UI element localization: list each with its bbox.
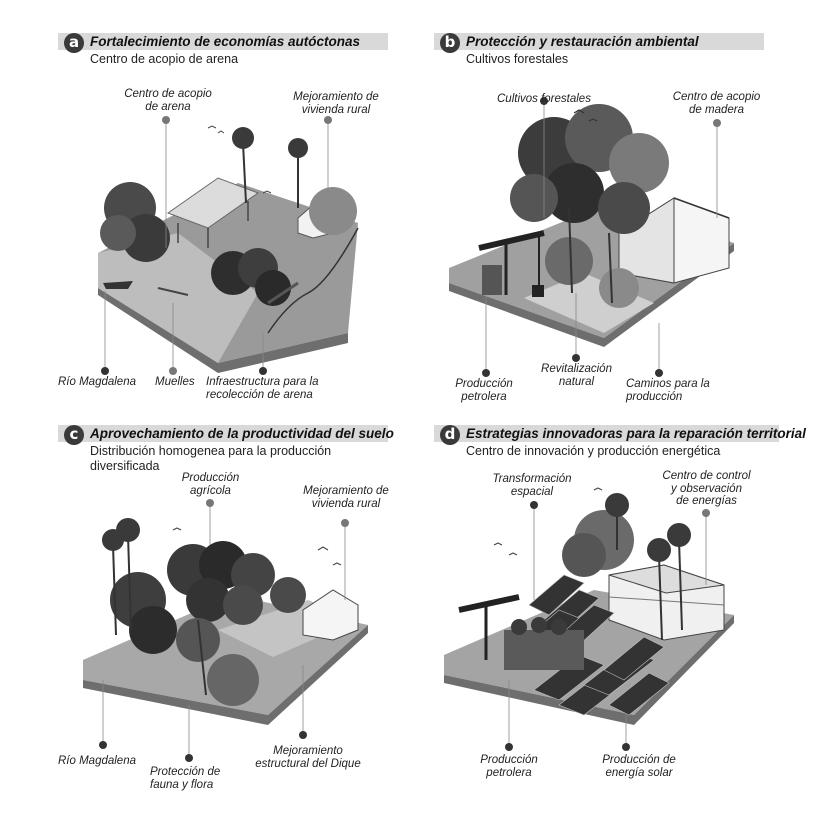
title-bar	[58, 425, 388, 442]
panel-subtitle: Centro de acopio de arena	[90, 52, 239, 66]
panel-d: d Estrategias innovadoras para la repara…	[434, 425, 834, 815]
label-caminos-produccion: Caminos para la producción	[626, 378, 710, 403]
panel-letter-badge: d	[440, 425, 460, 445]
title-bar	[58, 33, 388, 50]
sand-center-illustration	[98, 116, 359, 375]
label-produccion-petrolera: Producción petrolera	[480, 754, 538, 779]
panel-c: c Aprovechamiento de la productividad de…	[58, 425, 458, 815]
label-muelles: Muelles	[155, 376, 195, 388]
label-centro-acopio-madera: Centro de acopio de madera	[672, 91, 761, 116]
panel-letter-badge: a	[64, 33, 84, 53]
forest-illustration	[449, 97, 734, 377]
label-rio-magdalena: Río Magdalena	[58, 755, 136, 767]
label-produccion-petrolera: Producción petrolera	[455, 378, 513, 403]
panel-letter-badge: c	[64, 425, 84, 445]
label-produccion-agricola: Producción agrícola	[181, 472, 240, 497]
title-bar	[434, 33, 764, 50]
label-infraestructura-arena: Infraestructura para la recolección de a…	[206, 376, 319, 401]
title-bar	[434, 425, 779, 442]
agriculture-illustration	[83, 499, 368, 762]
panel-b: b Protección y restauración ambiental Cu…	[434, 33, 834, 423]
label-energia-solar: Producción de energía solar	[602, 754, 676, 779]
label-mejoramiento-vivienda-rural: Mejoramiento de vivienda rural	[293, 91, 379, 116]
label-revitalizacion-natural: Revitalización natural	[541, 363, 612, 388]
label-mejoramiento-vivienda-rural: Mejoramiento de vivienda rural	[303, 485, 389, 510]
label-transformacion-espacial: Transformación espacial	[492, 473, 572, 498]
label-centro-acopio-arena: Centro de acopio de arena	[124, 88, 212, 113]
panel-subtitle: Distribución homogenea para la producció…	[90, 444, 332, 473]
panel-letter-badge: b	[440, 33, 460, 53]
label-cultivos-forestales: Cultivos forestales	[497, 93, 591, 105]
label-rio-magdalena: Río Magdalena	[58, 376, 136, 388]
label-centro-control-energias: Centro de control y observación de energ…	[662, 470, 751, 507]
panel-title: Estrategias innovadoras para la reparaci…	[466, 426, 806, 441]
label-mejoramiento-dique: Mejoramiento estructural del Dique	[255, 745, 361, 770]
panel-subtitle: Centro de innovación y producción energé…	[466, 444, 721, 458]
panel-a: a Fortalecimiento de economías autóctona…	[58, 33, 458, 423]
energy-illustration	[444, 487, 734, 751]
panel-title: Fortalecimiento de economías autóctonas	[90, 34, 361, 49]
label-proteccion-fauna-flora: Protección de fauna y flora	[150, 766, 221, 791]
panel-subtitle: Cultivos forestales	[466, 52, 569, 66]
panel-title: Protección y restauración ambiental	[466, 34, 699, 49]
panel-title: Aprovechamiento de la productividad del …	[90, 426, 394, 441]
